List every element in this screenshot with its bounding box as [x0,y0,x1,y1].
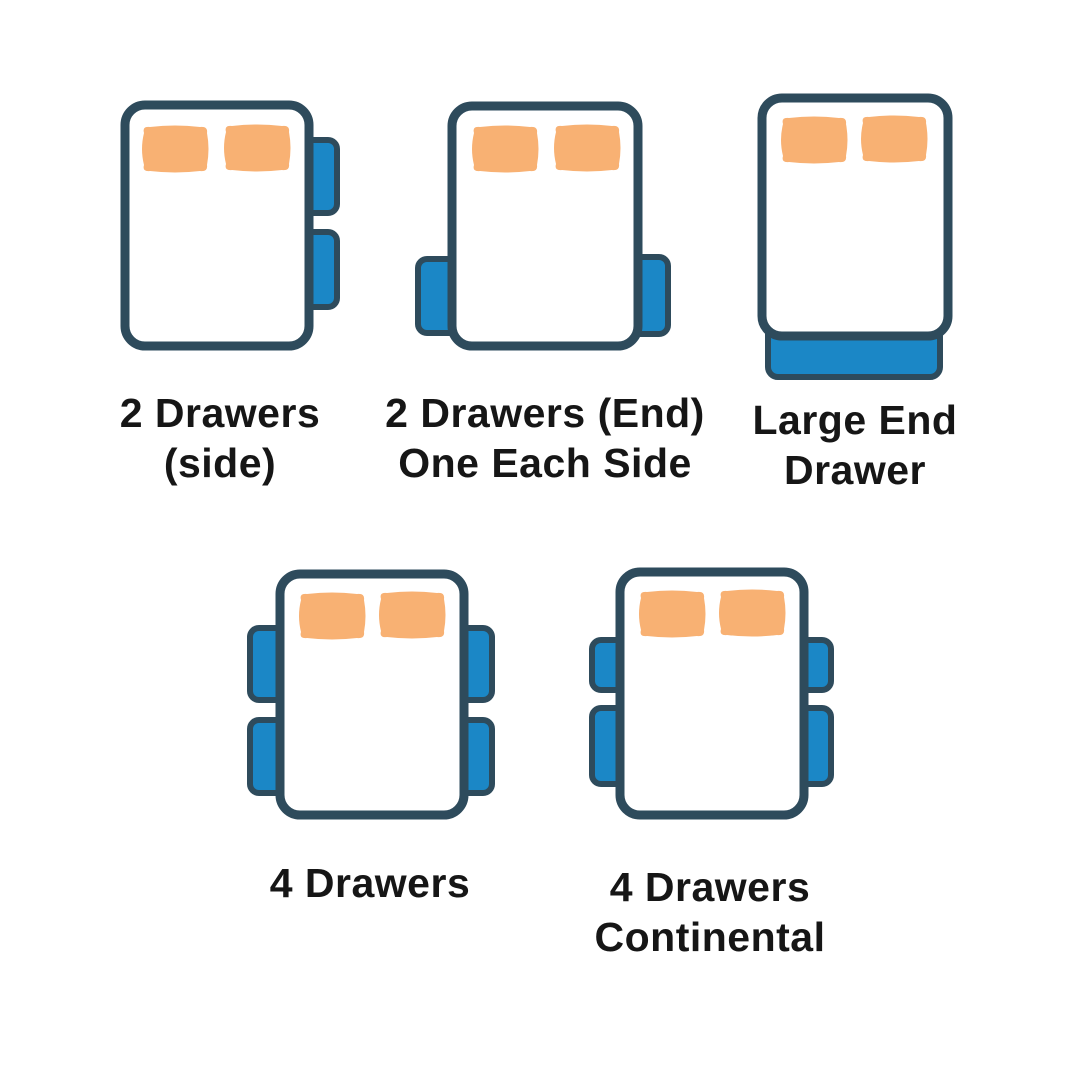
pillow-left [472,125,539,173]
figure-label: 2 Drawers (side) [119,390,321,487]
figure-label: 2 Drawers (End) One Each Side [385,390,705,487]
pillow-left [299,592,366,640]
figure-2-drawers-end-each-side: 2 Drawers (End) One Each Side [385,93,704,488]
figure-label: Large End Drawer [752,397,958,494]
pillow-right [554,124,621,172]
figure-4-drawers-continental: 4 Drawers Continental [580,561,840,962]
bed-diagram-large-end-drawer-icon [757,93,953,380]
bed-diagram-4-drawers-icon [247,569,495,820]
bed-diagram-2-drawers-end-icon [415,101,671,351]
figure-label: 4 Drawers Continental [594,864,826,961]
figure-large-end-drawer: Large End Drawer [745,88,965,495]
pillow-right [224,124,291,172]
pillow-right [861,115,928,163]
figure-2-drawers-side: 2 Drawers (side) [85,93,355,488]
bed-diagram-2-drawers-side-icon [120,100,340,351]
pillow-left [142,125,209,173]
pillow-right [379,591,446,639]
pillow-left [781,116,848,164]
pillow-left [639,590,706,638]
pillow-right [719,589,786,637]
figure-label: 4 Drawers [269,860,471,906]
bed-diagram-4-drawers-continental-icon [589,567,834,820]
figure-4-drawers: 4 Drawers [240,563,500,908]
